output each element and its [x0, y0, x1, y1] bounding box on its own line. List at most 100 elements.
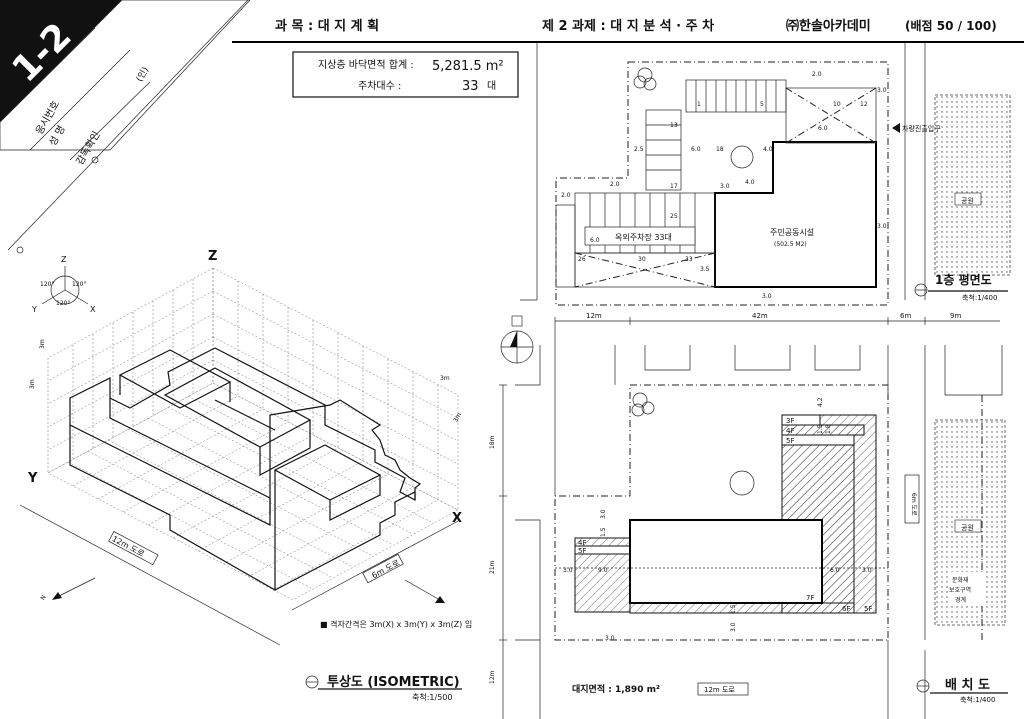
svg-text:10: 10 — [833, 101, 841, 108]
sp-heritage-0: 문화재 — [952, 576, 969, 584]
sp-floor-6f: 6F — [842, 605, 850, 613]
floor-plan: 공원 주민공동시설 (502.5 M2) 옥 — [520, 42, 1011, 306]
iso-title: 투상도 (ISOMETRIC) — [327, 675, 460, 690]
svg-text:9.0: 9.0 — [598, 567, 608, 574]
fp-vehicle-entry-arrow — [892, 123, 900, 133]
sp-floor-5f-right: 5F — [864, 605, 872, 613]
sp-road-12m: 12m 도로 — [704, 686, 735, 694]
svg-text:3.5: 3.5 — [700, 266, 710, 273]
svg-text:1: 1 — [697, 101, 701, 108]
fp-community-area: (502.5 M2) — [774, 241, 807, 248]
summary-box — [292, 51, 519, 98]
svg-text:3.0: 3.0 — [877, 223, 887, 230]
iso-scale: 축척:1/500 — [412, 693, 452, 702]
sp-top-dim-3: 9m — [950, 312, 961, 320]
svg-text:26: 26 — [578, 256, 586, 263]
academy-name: ㈜한솔아카데미 — [786, 18, 871, 34]
sp-main-building — [629, 519, 823, 604]
sp-left-dim-0: 18m — [489, 435, 496, 449]
floor-area-label: 지상층 바닥면적 합계 : — [318, 59, 414, 71]
sp-floor-7f: 7F — [806, 594, 814, 602]
svg-text:13: 13 — [670, 122, 678, 129]
svg-text:3.0: 3.0 — [862, 567, 872, 574]
sp-scale: 축척:1/400 — [960, 695, 995, 704]
sp-floor-4f-top: 4F — [786, 427, 794, 435]
svg-text:3.0: 3.0 — [720, 183, 730, 190]
svg-text:33: 33 — [685, 256, 693, 263]
floor-area-value: 5,281.5 m² — [432, 59, 504, 74]
dim-3m-right-top: 3m — [440, 375, 450, 382]
svg-text:18: 18 — [716, 146, 724, 153]
svg-text:3.0: 3.0 — [762, 293, 772, 300]
sp-road-6m: 6m 도로 — [910, 493, 917, 516]
svg-text:4.2: 4.2 — [817, 397, 824, 407]
dim-3m-right-mid: 3m — [452, 412, 463, 424]
parking-count-unit: 대 — [487, 80, 496, 92]
svg-text:1.5: 1.5 — [817, 424, 824, 434]
sp-title: 배 치 도 — [945, 677, 990, 693]
svg-text:12: 12 — [860, 101, 868, 108]
iso-axis-z: Z — [208, 249, 217, 264]
legend-angle-b: 120° — [72, 281, 86, 288]
legend-y: Y — [31, 305, 37, 314]
seal-label: (인) — [134, 65, 151, 84]
svg-text:4.0: 4.0 — [745, 179, 755, 186]
svg-text:2.0: 2.0 — [812, 71, 822, 78]
sp-tree — [729, 470, 755, 496]
svg-text:3.0: 3.0 — [600, 509, 607, 519]
svg-text:5: 5 — [760, 101, 764, 108]
legend-z: Z — [61, 255, 67, 264]
dim-3m-left-mid: 3m — [29, 379, 36, 389]
sp-top-dim-1: 42m — [752, 312, 768, 320]
svg-text:3.0: 3.0 — [605, 635, 615, 642]
name-label: 성 명 — [47, 123, 68, 148]
sp-top-dim-0: 12m — [586, 312, 602, 320]
iso-road-6m: 6m 도로 — [370, 558, 401, 580]
subject-title: 과 목 : 대 지 계 획 — [275, 18, 379, 34]
sp-dimensions: 4.2 1.5 1.8 3.0 1.5 3.0 9.0 6.0 3.0 3.0 … — [563, 397, 872, 642]
iso-north-mark: N — [39, 594, 47, 601]
score-label: (배점 50 / 100) — [905, 18, 997, 33]
task-title: 제 2 과제 : 대 지 분 석 · 주 차 — [542, 18, 714, 34]
svg-text:1.8: 1.8 — [825, 424, 832, 434]
parking-count-label: 주차대수 : — [358, 80, 401, 92]
fp-scale: 축척:1/400 — [962, 293, 997, 302]
svg-text:25: 25 — [670, 213, 678, 220]
svg-text:30: 30 — [638, 256, 646, 263]
fp-vehicle-entry-label: 차량진출입구 — [902, 124, 941, 133]
svg-text:4.0: 4.0 — [763, 146, 773, 153]
svg-text:2.0: 2.0 — [561, 192, 571, 199]
svg-text:6.0: 6.0 — [691, 146, 701, 153]
parking-count-value: 33 — [462, 79, 479, 94]
iso-axis-y: Y — [27, 471, 38, 486]
svg-text:1.5: 1.5 — [730, 604, 737, 614]
svg-text:1.5: 1.5 — [600, 527, 607, 537]
fp-title: 1층 평면도 — [935, 272, 992, 287]
iso-road-12m: 12m 도로 — [110, 534, 145, 558]
svg-text:3.0: 3.0 — [877, 87, 887, 94]
fp-parking-label: 옥외주차장 33대 — [615, 232, 672, 242]
sp-left-dim-2: 12m — [489, 670, 496, 684]
svg-text:3.0: 3.0 — [563, 567, 573, 574]
sp-heritage-2: 경계 — [955, 596, 966, 604]
iso-axis-x: X — [452, 511, 462, 526]
site-plan: 12m 42m 6m 9m 18m 21m 12m 6m 도로 — [489, 312, 1008, 719]
sp-site-boundary — [554, 384, 889, 641]
fp-community-building — [714, 141, 877, 288]
svg-text:2.5: 2.5 — [634, 146, 644, 153]
axis-legend: Z X Y 120° 120° 120° — [31, 255, 96, 314]
iso-building — [69, 347, 422, 592]
legend-angle-c: 120° — [56, 300, 70, 307]
legend-angle-a: 120° — [40, 281, 54, 288]
svg-text:3.0: 3.0 — [730, 622, 737, 632]
svg-text:6.0: 6.0 — [830, 567, 840, 574]
grid-note: ■ 격자간격은 3m(X) x 3m(Y) x 3m(Z) 임 — [320, 619, 472, 629]
legend-x: X — [90, 305, 96, 314]
sp-top-dim-2: 6m — [900, 312, 911, 320]
fp-dimensions: 2.0 3.0 1 5 10 12 13 6.0 18 4.0 2.5 2.0 … — [561, 71, 887, 300]
sp-site-area: 대지면적 : 1,890 m² — [572, 683, 660, 695]
svg-text:6.0: 6.0 — [818, 125, 828, 132]
sp-floor-4f-left: 4F — [578, 539, 586, 547]
dim-3m-left-top: 3m — [39, 339, 46, 349]
